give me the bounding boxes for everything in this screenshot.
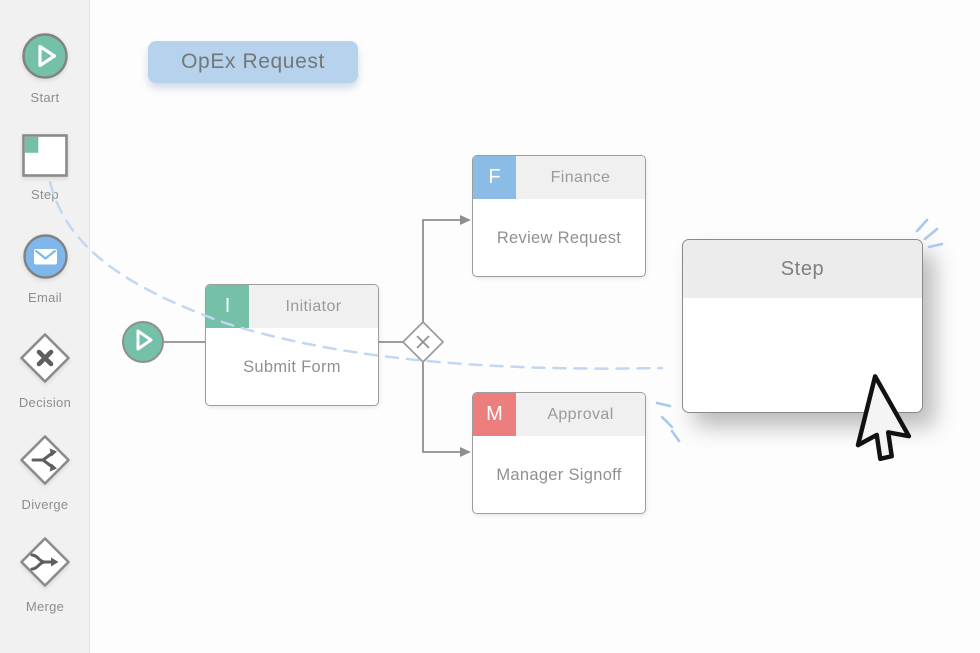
palette-item-decision[interactable]: Decision [0, 331, 90, 410]
decision-icon [18, 331, 72, 390]
start-icon [21, 32, 69, 85]
palette-item-start[interactable]: Start [0, 32, 90, 105]
palette-item-merge[interactable]: Merge [0, 535, 90, 614]
palette-label: Decision [18, 395, 72, 410]
dragged-step-node[interactable]: Step [682, 239, 923, 413]
node-body-text: Manager Signoff [496, 466, 622, 484]
palette-label: Diverge [21, 497, 69, 512]
diverge-icon [18, 433, 72, 492]
palette-item-diverge[interactable]: Diverge [0, 433, 90, 512]
node-title: Initiator [285, 297, 342, 315]
decision-node[interactable] [402, 321, 444, 363]
ghost-node-title: Step [683, 240, 922, 298]
node-header: I Initiator [206, 285, 378, 328]
finance-step-node[interactable]: F Finance Review Request [472, 155, 646, 277]
node-header: M Approval [473, 393, 645, 436]
sparkle-bottom-left [655, 401, 681, 443]
node-body-text: Review Request [496, 229, 622, 247]
palette-label: Merge [25, 599, 65, 614]
palette-label: Step [31, 187, 59, 202]
palette-item-step[interactable]: Step [0, 134, 90, 202]
play-icon [124, 321, 162, 364]
lane-badge: F [473, 156, 516, 199]
initiator-step-node[interactable]: I Initiator Submit Form [205, 284, 379, 406]
palette-item-email[interactable]: Email [0, 233, 90, 305]
arrowhead-finance [460, 215, 471, 225]
tool-palette: Start Step Email [0, 0, 90, 653]
email-icon [22, 233, 69, 285]
step-icon [22, 134, 68, 182]
node-body-text: Submit Form [243, 358, 341, 376]
palette-label: Email [27, 290, 62, 305]
approval-step-node[interactable]: M Approval Manager Signoff [472, 392, 646, 514]
workflow-title: OpEx Request [181, 50, 325, 73]
arrowhead-approval [460, 447, 471, 457]
lane-badge: I [206, 285, 249, 328]
node-title: Finance [550, 168, 611, 186]
node-title: Approval [547, 405, 614, 423]
node-header: F Finance [473, 156, 645, 199]
lane-badge: M [473, 393, 516, 436]
start-event-node[interactable] [122, 321, 164, 363]
merge-icon [18, 535, 72, 594]
workflow-title-badge[interactable]: OpEx Request [148, 41, 358, 83]
palette-label: Start [30, 90, 60, 105]
mouse-cursor-icon [852, 373, 930, 473]
